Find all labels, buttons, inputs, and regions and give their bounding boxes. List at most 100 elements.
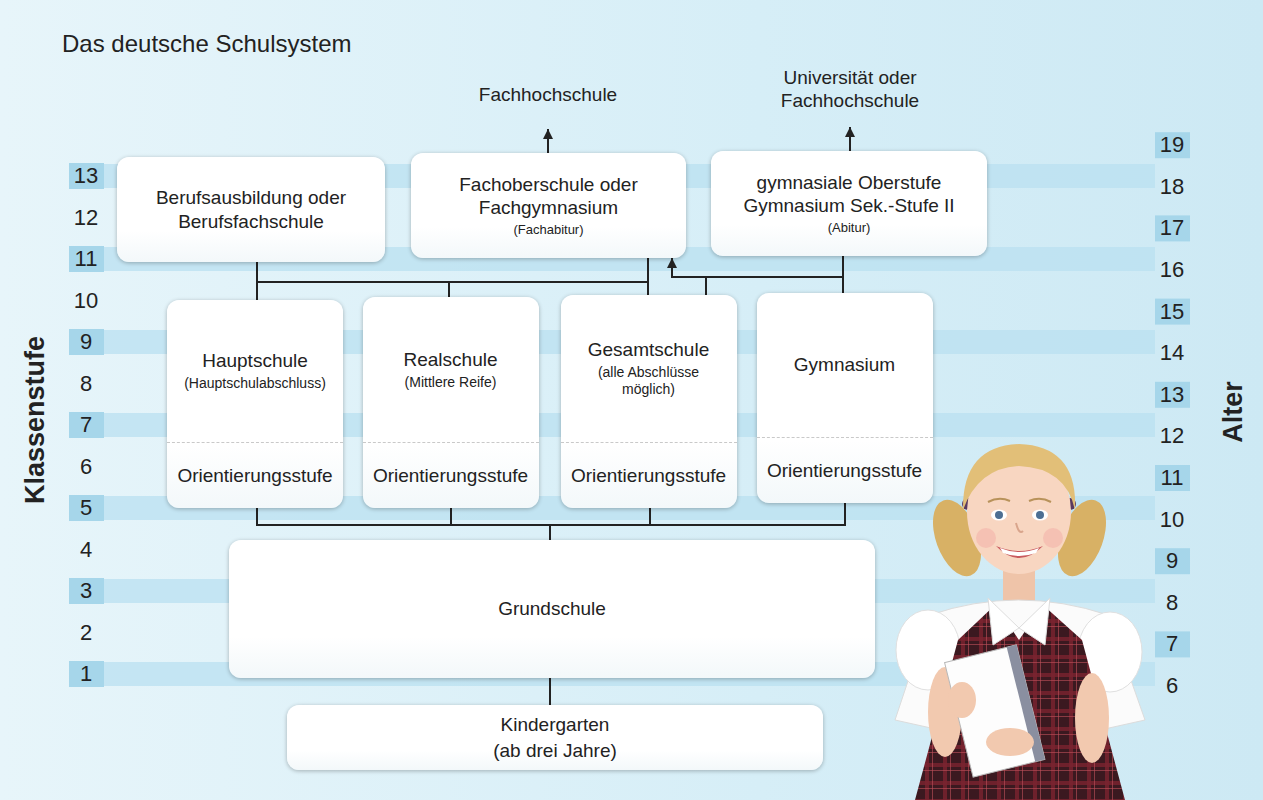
book	[945, 645, 1045, 777]
connector-line	[549, 678, 551, 705]
grade-number: 13	[74, 163, 98, 189]
grade-number: 4	[80, 536, 92, 562]
age-number: 12	[1160, 423, 1184, 449]
girl-illustration	[895, 444, 1145, 800]
exit-arrow	[547, 129, 549, 153]
exit-arrow	[849, 127, 851, 151]
number-square	[69, 246, 104, 272]
age-number: 8	[1166, 590, 1178, 616]
smile	[996, 546, 1043, 558]
school-note: (Mittlere Reife)	[405, 374, 497, 392]
school-note: Orientierungsstufe	[177, 464, 332, 488]
age-number: 18	[1160, 174, 1184, 200]
axis-title: Alter	[1217, 381, 1249, 443]
grade-number: 9	[80, 329, 92, 355]
school-name: Kindergarten	[501, 713, 610, 737]
box-section: Hauptschule (Hauptschulabschluss)	[167, 300, 343, 442]
number-square	[1155, 548, 1190, 574]
number-square	[1155, 465, 1190, 491]
age-number: 11	[1161, 465, 1184, 491]
connector-line	[706, 256, 843, 295]
school-note: (alle Abschlüsse möglich)	[586, 364, 711, 399]
school-note: (Hauptschulabschluss)	[184, 375, 326, 393]
diagram-title: Das deutsche Schulsystem	[62, 30, 351, 58]
kindergarten-box: Kindergarten(ab drei Jahre)	[287, 705, 823, 770]
orientation-section: Orientierungsstufe	[757, 437, 933, 503]
arm	[1075, 673, 1109, 763]
number-square	[69, 661, 104, 687]
grade-number: 8	[80, 370, 92, 396]
connector-line	[257, 508, 550, 540]
connector-line	[449, 258, 648, 297]
age-number: 19	[1160, 132, 1184, 158]
axis-title: Klassenstufe	[19, 336, 51, 504]
number-square	[1155, 299, 1190, 325]
upper-school-box: Berufsausbildung oder Berufsfachschule	[117, 157, 385, 262]
cheek	[1043, 528, 1063, 548]
number-square	[1155, 382, 1190, 408]
age-number: 14	[1160, 340, 1184, 366]
age-number: 16	[1160, 257, 1184, 283]
secondary-school-box: GymnasiumOrientierungsstufe	[757, 293, 933, 503]
collar	[1019, 598, 1050, 645]
school-name: Gesamtschule	[588, 338, 709, 362]
connector-line	[257, 262, 449, 297]
eye	[1032, 510, 1048, 521]
eyebrow	[988, 499, 1010, 502]
collar	[988, 598, 1019, 645]
book-cover	[945, 645, 1045, 777]
grade-number: 6	[80, 453, 92, 479]
age-number: 7	[1166, 631, 1178, 657]
school-name: Realschule	[404, 348, 498, 372]
age-number: 15	[1160, 298, 1184, 324]
age-number: 10	[1160, 506, 1184, 532]
box-section: Realschule (Mittlere Reife)	[363, 297, 539, 442]
school-note: (ab drei Jahre)	[493, 739, 617, 763]
box-section: Gesamtschule(alle Abschlüsse möglich)	[561, 295, 737, 442]
hair	[963, 444, 1075, 510]
school-name: Grundschule	[498, 597, 606, 621]
connector-line	[672, 258, 843, 293]
eye	[991, 510, 1007, 521]
number-square	[69, 329, 104, 355]
orientation-section: Orientierungsstufe	[167, 442, 343, 508]
age-number: 9	[1166, 548, 1178, 574]
box-section: Gymnasium	[757, 293, 933, 437]
upper-school-box: gymnasiale Oberstufe Gymnasium Sek.-Stuf…	[711, 151, 987, 256]
grade-number: 2	[80, 619, 92, 645]
age-number: 6	[1166, 673, 1178, 699]
school-name: gymnasiale Oberstufe Gymnasium Sek.-Stuf…	[724, 171, 974, 219]
connector-line	[550, 503, 845, 540]
grade-number: 1	[80, 661, 92, 687]
number-square	[69, 495, 104, 521]
number-square	[1155, 215, 1190, 241]
destination-label: Universität oder Fachhochschule	[750, 67, 950, 113]
upper-school-box: Fachoberschule oder Fachgymnasium(Fachab…	[411, 153, 686, 258]
connector-line	[257, 262, 648, 295]
number-square	[1155, 132, 1190, 158]
secondary-school-box: Hauptschule (Hauptschulabschluss) Orientie…	[167, 300, 343, 508]
teeth	[1000, 548, 1039, 556]
orientation-section: Orientierungsstufe	[363, 442, 539, 508]
school-name: Hauptschule	[202, 349, 308, 373]
secondary-school-box: Realschule (Mittlere Reife) Orientierungss…	[363, 297, 539, 508]
nose	[1016, 523, 1023, 532]
grade-number: 3	[80, 578, 92, 604]
school-note: (Abitur)	[828, 220, 871, 236]
school-name: Gymnasium	[794, 353, 895, 377]
age-number: 17	[1160, 215, 1184, 241]
connector-line	[647, 258, 649, 295]
pinafore	[915, 605, 1125, 800]
number-square	[69, 578, 104, 604]
orientation-section: Orientierungsstufe	[561, 442, 737, 508]
grade-number: 11	[75, 246, 98, 272]
connector-line	[451, 508, 550, 540]
connector-line	[257, 258, 648, 300]
school-name: Fachoberschule oder Fachgymnasium	[424, 173, 674, 221]
number-square	[1155, 631, 1190, 657]
destination-label: Fachhochschule	[479, 84, 617, 107]
age-number: 13	[1160, 382, 1184, 408]
number-square	[69, 163, 104, 189]
grade-number: 7	[80, 412, 92, 438]
